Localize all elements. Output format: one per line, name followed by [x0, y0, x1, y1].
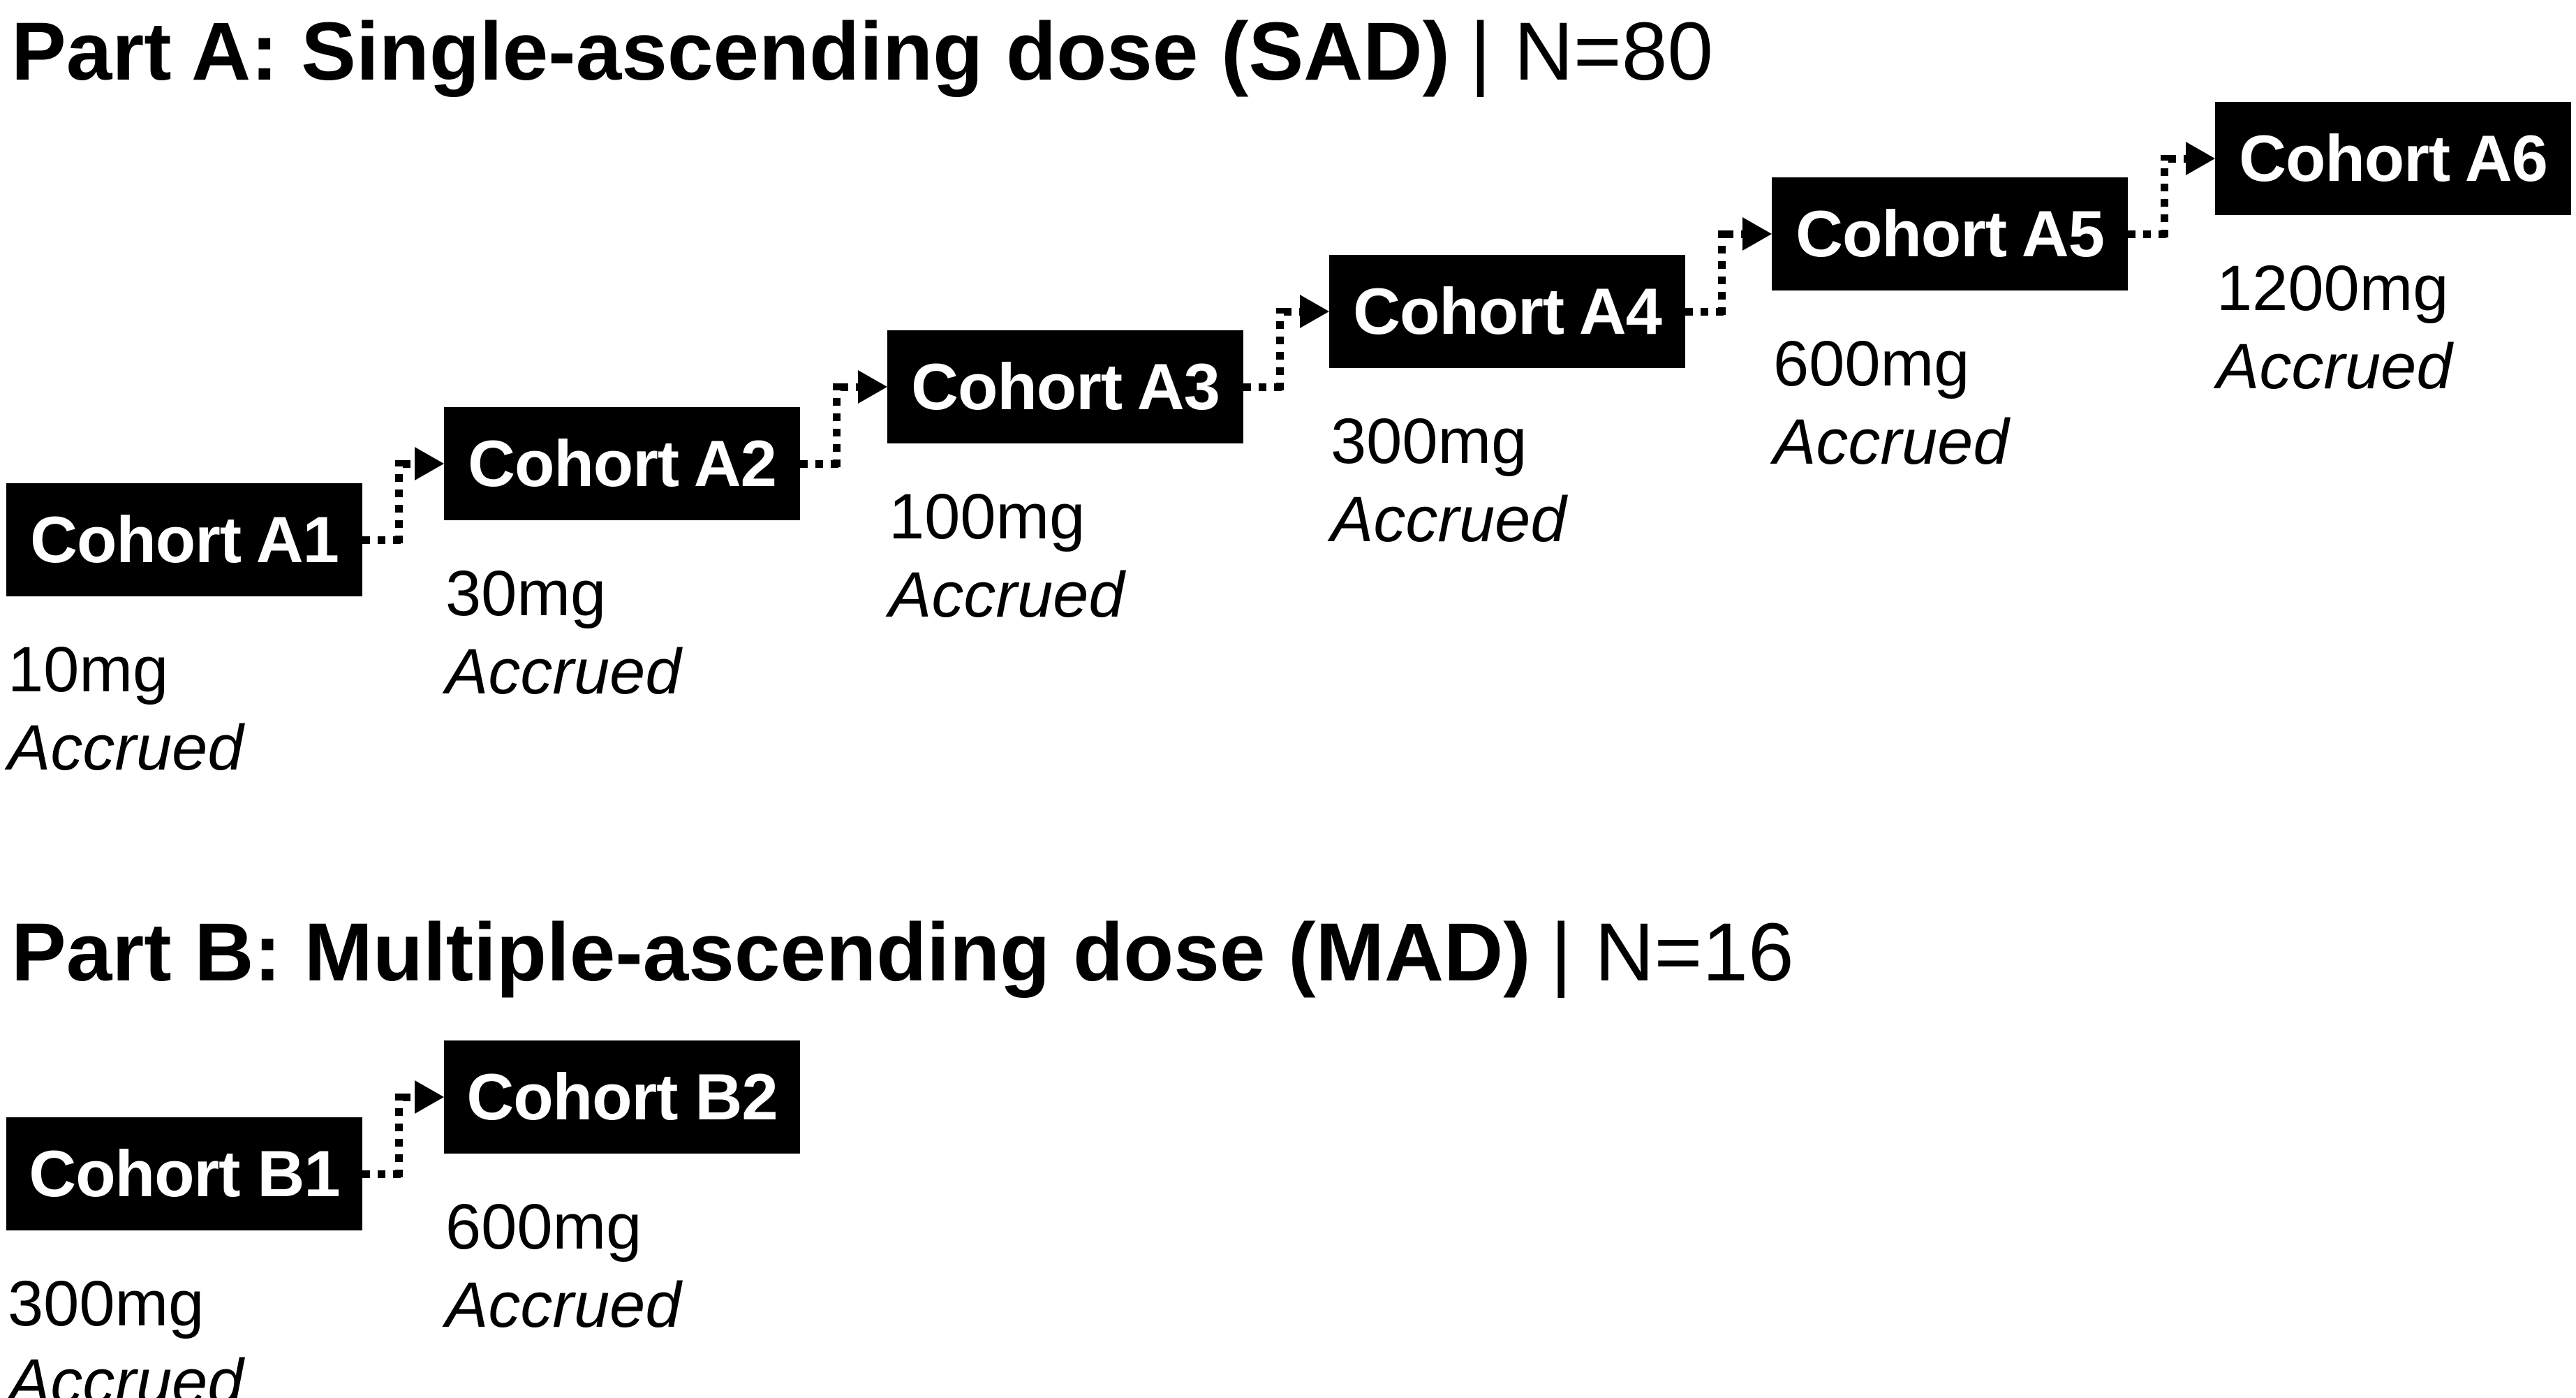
cohort-a5-box: Cohort A5: [1772, 177, 2128, 290]
cohort-dose: 10mg: [8, 634, 169, 705]
cohort-a1-box: Cohort A1: [6, 483, 362, 596]
cohort-status: Accrued: [8, 712, 244, 783]
cohort-label: Cohort A3: [911, 350, 1220, 423]
cohort-a2: Cohort A2 30mg Accrued: [444, 407, 800, 707]
cohort-b1: Cohort B1 300mg Accrued: [6, 1117, 362, 1398]
connector-dotted-line: [1243, 383, 1284, 391]
cohort-status: Accrued: [445, 636, 681, 707]
cohort-dose: 300mg: [8, 1268, 205, 1339]
cohort-label: Cohort B1: [29, 1137, 340, 1210]
cohort-label: Cohort A1: [30, 503, 339, 576]
connector-dotted-line: [800, 460, 841, 468]
cohort-a6: Cohort A6 1200mg Accrued: [2215, 102, 2571, 402]
cohort-dose: 30mg: [445, 558, 607, 629]
arrowhead-icon: [1300, 295, 1329, 328]
cohort-label: Cohort A4: [1353, 274, 1662, 348]
part-b-title: Part B: Multiple-ascending dose (MAD)| N…: [11, 905, 1794, 1000]
part-b-title-bold: Part B: Multiple-ascending dose (MAD): [11, 906, 1531, 999]
connector-dotted-line: [1276, 308, 1284, 390]
cohort-dose: 600mg: [1773, 328, 1970, 399]
cohort-dose: 300mg: [1331, 406, 1527, 477]
part-a-title-bold: Part A: Single-ascending dose (SAD): [11, 6, 1450, 98]
connector-dotted-line: [403, 1094, 415, 1101]
connector-dotted-line: [1685, 308, 1726, 316]
connector-dotted-line: [403, 460, 415, 468]
arrowhead-icon: [415, 1080, 444, 1114]
part-a-title: Part A: Single-ascending dose (SAD)| N=8…: [11, 4, 1713, 99]
cohort-label: Cohort A2: [468, 427, 777, 500]
cohort-status: Accrued: [445, 1270, 681, 1341]
arrowhead-icon: [1742, 217, 1772, 251]
cohort-a5: Cohort A5 600mg Accrued: [1772, 177, 2128, 478]
cohort-a1: Cohort A1 10mg Accrued: [6, 483, 362, 783]
cohort-a3: Cohort A3 100mg Accrued: [887, 330, 1243, 631]
connector-dotted-line: [833, 383, 841, 467]
cohort-dose: 600mg: [445, 1191, 642, 1263]
part-b-title-n: | N=16: [1550, 906, 1794, 999]
cohort-status: Accrued: [1331, 484, 1567, 555]
connector-dotted-line: [2161, 155, 2168, 237]
cohort-a4: Cohort A4 300mg Accrued: [1329, 255, 1685, 555]
connector-dotted-line: [2168, 155, 2186, 163]
arrowhead-icon: [2186, 142, 2215, 175]
connector-dotted-line: [1718, 230, 1726, 315]
connector-dotted-line: [1284, 308, 1300, 316]
cohort-a4-box: Cohort A4: [1329, 255, 1685, 368]
cohort-a2-box: Cohort A2: [444, 407, 800, 520]
cohort-status: Accrued: [8, 1346, 244, 1398]
connector-dotted-line: [362, 1170, 403, 1178]
cohort-dose: 100mg: [889, 481, 1086, 552]
cohort-a3-box: Cohort A3: [887, 330, 1243, 443]
part-a-title-n: | N=80: [1470, 6, 1714, 98]
cohort-label: Cohort B2: [466, 1060, 778, 1133]
cohort-status: Accrued: [1773, 406, 2009, 478]
arrowhead-icon: [415, 447, 444, 480]
connector-dotted-line: [2128, 230, 2168, 238]
connector-dotted-line: [362, 536, 403, 544]
connector-dotted-line: [1726, 230, 1742, 238]
connector-dotted-line: [841, 383, 858, 391]
cohort-dose: 1200mg: [2216, 253, 2449, 324]
cohort-label: Cohort A5: [1796, 197, 2105, 270]
cohort-b1-box: Cohort B1: [6, 1117, 362, 1230]
cohort-status: Accrued: [2216, 331, 2452, 402]
cohort-a6-box: Cohort A6: [2215, 102, 2571, 215]
connector-dotted-line: [395, 460, 403, 543]
cohort-b2: Cohort B2 600mg Accrued: [444, 1040, 800, 1341]
cohort-status: Accrued: [889, 559, 1125, 631]
cohort-b2-box: Cohort B2: [444, 1040, 800, 1154]
connector-dotted-line: [395, 1094, 403, 1177]
cohort-label: Cohort A6: [2239, 122, 2548, 195]
arrowhead-icon: [858, 370, 887, 404]
